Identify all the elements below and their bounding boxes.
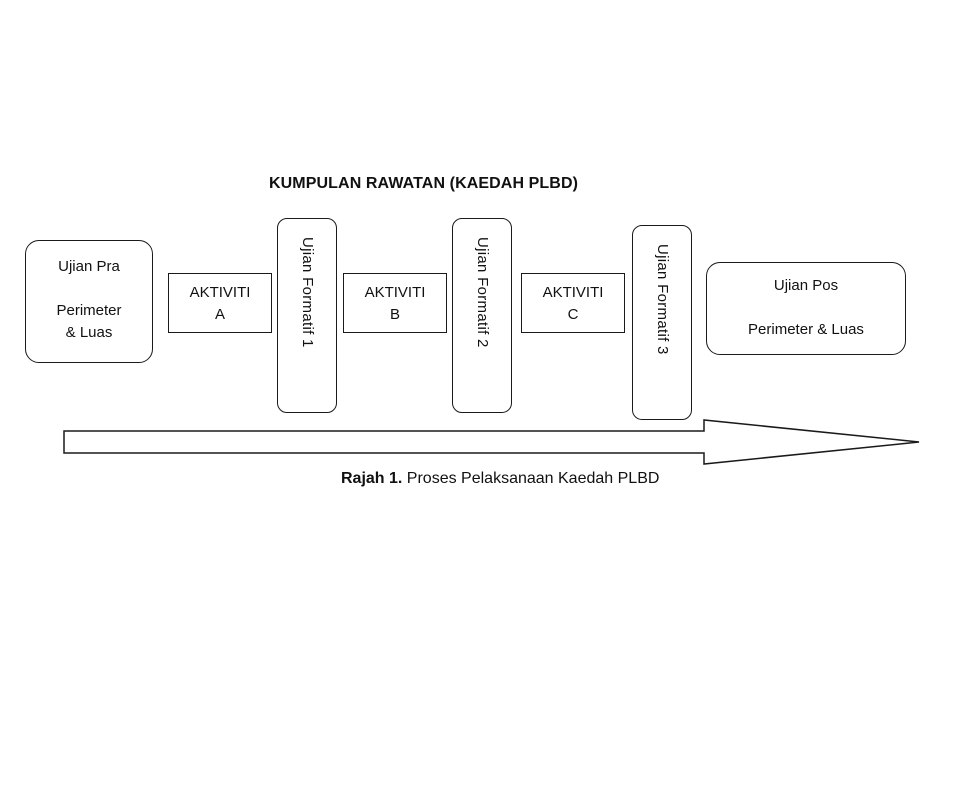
process-arrow-shape	[63, 419, 920, 465]
formative-test-2-box: Ujian Formatif 2	[452, 218, 512, 413]
post-test-box: Ujian Pos Perimeter & Luas	[706, 262, 906, 355]
figure-caption: Rajah 1. Proses Pelaksanaan Kaedah PLBD	[341, 470, 659, 488]
caption-figure-number: Rajah 1.	[341, 470, 403, 487]
pre-test-box: Ujian Pra Perimeter & Luas	[25, 240, 153, 363]
activity-a-letter: A	[214, 306, 225, 323]
activity-b-letter: B	[389, 306, 400, 323]
formative-test-1-label: Ujian Formatif 1	[299, 237, 316, 348]
formative-test-2-label: Ujian Formatif 2	[474, 237, 491, 348]
caption-text: Proses Pelaksanaan Kaedah PLBD	[402, 470, 660, 487]
diagram-heading: KUMPULAN RAWATAN (KAEDAH PLBD)	[269, 175, 579, 192]
formative-test-3-box: Ujian Formatif 3	[632, 225, 692, 420]
activity-b-label: AKTIVITI	[364, 284, 426, 301]
post-test-topic: Perimeter & Luas	[748, 321, 864, 338]
formative-test-1-box: Ujian Formatif 1	[277, 218, 337, 413]
formative-test-3-label: Ujian Formatif 3	[654, 244, 671, 355]
activity-a-box: AKTIVITI A	[168, 273, 272, 333]
activity-c-letter: C	[567, 306, 579, 323]
activity-c-box: AKTIVITI C	[521, 273, 625, 333]
activity-a-label: AKTIVITI	[189, 284, 251, 301]
activity-c-label: AKTIVITI	[542, 284, 604, 301]
pre-test-topic-line2: & Luas	[65, 324, 113, 341]
post-test-title: Ujian Pos	[773, 277, 839, 294]
activity-b-box: AKTIVITI B	[343, 273, 447, 333]
pre-test-topic-line1: Perimeter	[56, 302, 122, 319]
pre-test-title: Ujian Pra	[58, 258, 120, 275]
